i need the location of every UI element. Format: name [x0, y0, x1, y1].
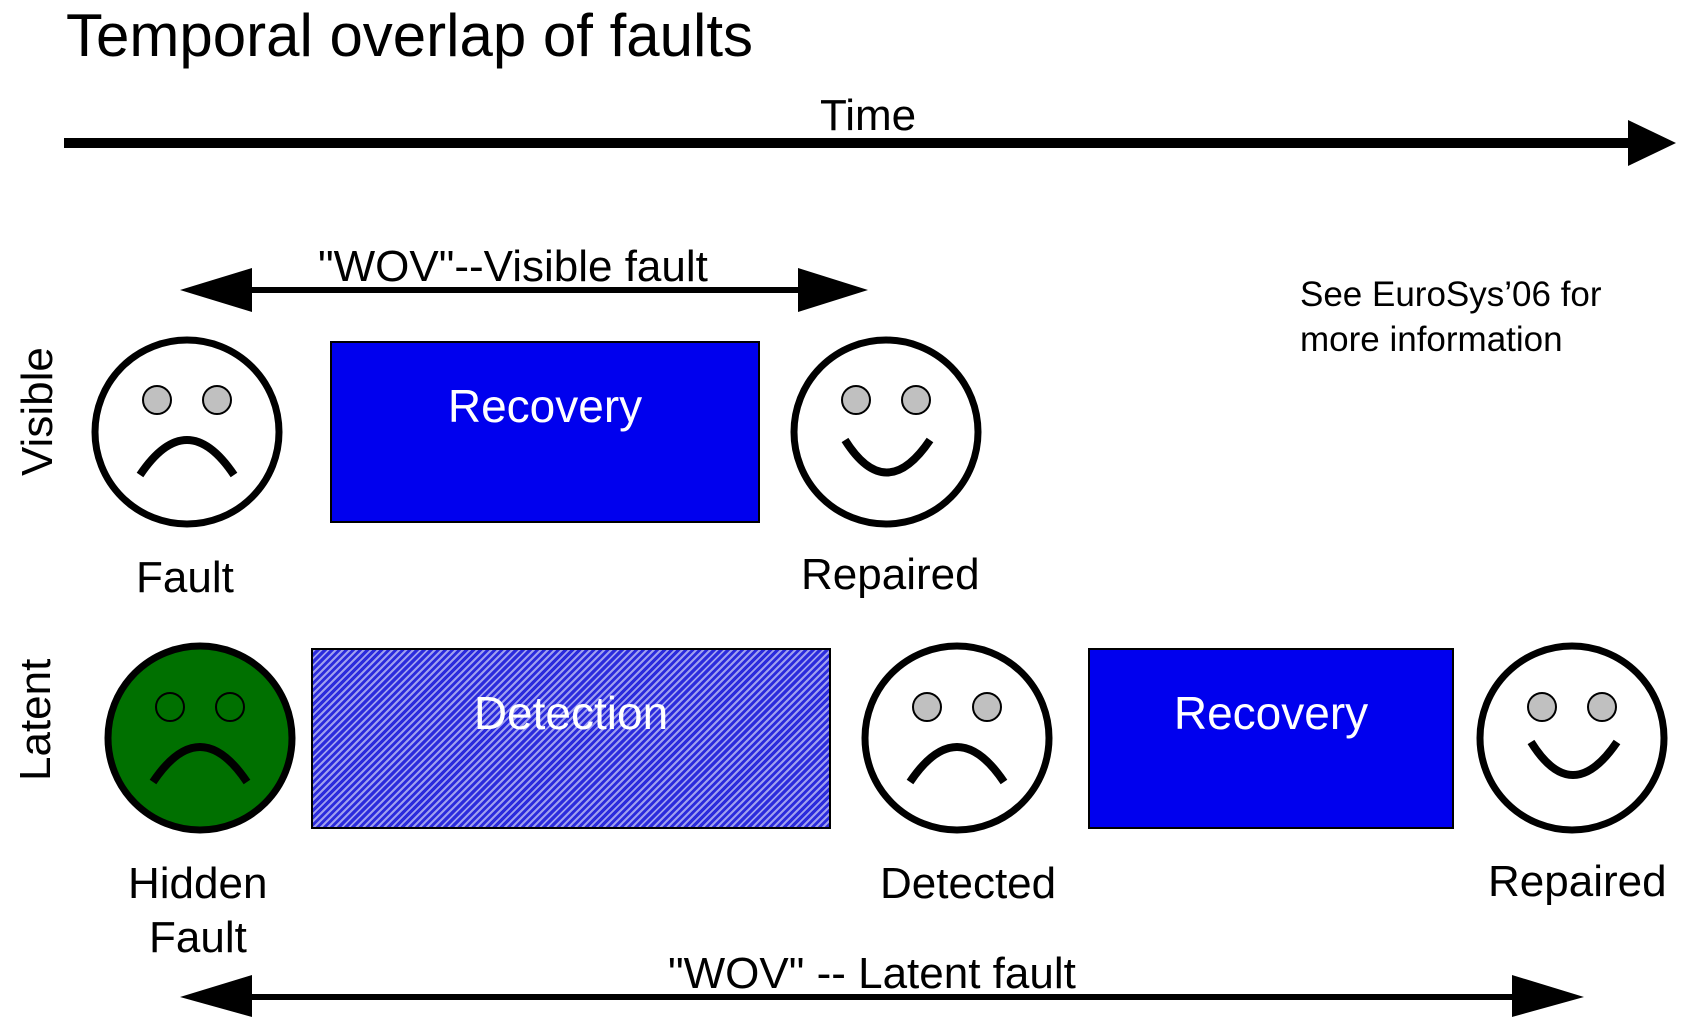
latent-hidden-fault-face-icon [104, 642, 296, 834]
latent-repaired-happy-face-icon [1476, 642, 1668, 834]
row-label-latent: Latent [11, 658, 60, 781]
latent-wov-arrow [180, 975, 1584, 1017]
visible-fault-caption: Fault [136, 553, 234, 602]
visible-recovery-label: Recovery [447, 380, 643, 432]
row-label-visible: Visible [13, 347, 62, 476]
latent-detection-box: Detection [311, 648, 831, 829]
latent-detected-caption: Detected [880, 859, 1057, 908]
latent-detection-label: Detection [473, 687, 669, 739]
time-axis-arrow [64, 120, 1676, 166]
latent-recovery-box: Recovery [1088, 648, 1454, 829]
latent-recovery-label: Recovery [1173, 687, 1369, 739]
time-axis-label: Time [820, 91, 917, 140]
visible-fault-sad-face-icon [91, 336, 283, 528]
reference-note: See EuroSys’06 for more information [1300, 275, 1602, 359]
visible-wov-label: "WOV"--Visible fault [318, 242, 708, 291]
page-title: Temporal overlap of faults [66, 2, 754, 69]
latent-wov-label: "WOV" -- Latent fault [668, 949, 1076, 998]
latent-detected-sad-face-icon [861, 642, 1053, 834]
visible-wov-arrow [180, 268, 868, 312]
latent-hidden-caption-line2: Fault [149, 913, 247, 962]
visible-recovery-box: Recovery [330, 341, 760, 523]
latent-repaired-caption: Repaired [1488, 857, 1667, 906]
latent-hidden-caption-line1: Hidden [128, 859, 268, 908]
visible-repaired-happy-face-icon [790, 336, 982, 528]
visible-repaired-caption: Repaired [801, 550, 980, 599]
